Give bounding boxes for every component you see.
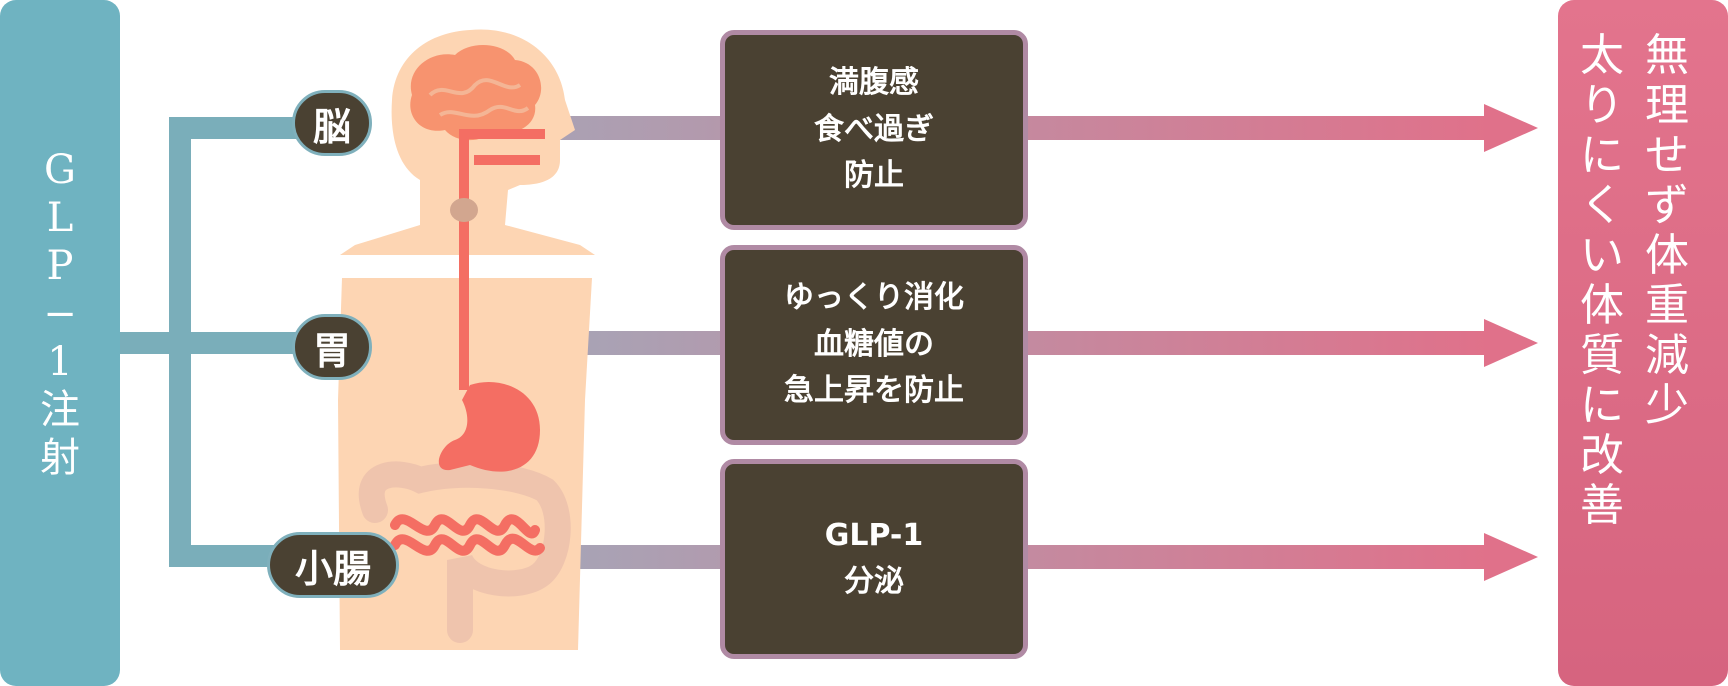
effect-line: 血糖値の [814, 326, 934, 362]
left-title-char: P [46, 243, 74, 289]
effect-line: 分泌 [844, 564, 904, 599]
effect-line: 防止 [844, 158, 904, 194]
result-char: に [1580, 380, 1624, 431]
badge-stomach: 胃 [292, 314, 372, 380]
result-char: 善 [1580, 480, 1624, 531]
glp1-injection-title: G L P − 1 注 射 [0, 150, 120, 486]
result-text-column-2: 太 り に く い 体 質 に 改 善 [1580, 34, 1624, 534]
effect-box-intestine: GLP-1 分泌 [720, 459, 1028, 659]
badge-intestine-label: 小腸 [294, 546, 371, 591]
result-char: に [1580, 130, 1624, 181]
result-char: 減 [1645, 330, 1689, 381]
effect-line: ゆっくり消化 [784, 280, 964, 316]
result-char: 体 [1580, 280, 1624, 331]
result-char: 無 [1645, 30, 1689, 81]
result-char: ず [1645, 180, 1689, 231]
left-title-char: L [46, 195, 74, 241]
effect-box-brain: 満腹感 食べ過ぎ 防止 [720, 30, 1028, 230]
result-panel [1558, 0, 1728, 686]
left-title-char: 1 [47, 339, 73, 385]
result-char: 理 [1645, 80, 1689, 131]
result-char: 改 [1580, 430, 1624, 481]
brain-icon [410, 44, 542, 141]
result-char: 太 [1580, 30, 1624, 81]
badge-brain: 脳 [292, 90, 372, 156]
effect-line: 満腹感 [829, 65, 919, 101]
result-char: せ [1645, 130, 1689, 181]
arrow-intestine [560, 533, 1538, 581]
glp1-injection-panel [0, 0, 120, 686]
effect-line: 急上昇を防止 [784, 373, 964, 409]
result-char: 体 [1645, 230, 1689, 281]
left-title-char: G [44, 147, 76, 193]
result-char: 少 [1645, 380, 1689, 431]
effect-line: 食べ過ぎ [814, 111, 934, 147]
esophagus [459, 129, 545, 390]
result-char: 質 [1580, 330, 1624, 381]
left-title-char: 注 [40, 387, 80, 433]
effect-box-stomach: ゆっくり消化 血糖値の 急上昇を防止 [720, 245, 1028, 445]
result-char: り [1580, 80, 1624, 131]
result-text-column-1: 無 理 せ ず 体 重 減 少 [1645, 34, 1689, 434]
result-char: 重 [1645, 280, 1689, 331]
human-body-illustration [328, 29, 603, 650]
small-intestine-icon [390, 514, 545, 556]
badge-small-intestine: 小腸 [267, 532, 399, 598]
left-title-char: 射 [40, 435, 80, 481]
stomach-icon [438, 382, 540, 472]
arrow-stomach [560, 319, 1538, 367]
large-intestine [358, 461, 571, 643]
effect-line: GLP-1 [824, 517, 924, 553]
badge-brain-label: 脳 [312, 104, 351, 149]
bracket-connector [120, 117, 320, 567]
left-title-char: − [43, 291, 77, 337]
result-char: く [1580, 180, 1624, 231]
badge-stomach-label: 胃 [312, 328, 351, 373]
result-char: い [1580, 230, 1624, 281]
